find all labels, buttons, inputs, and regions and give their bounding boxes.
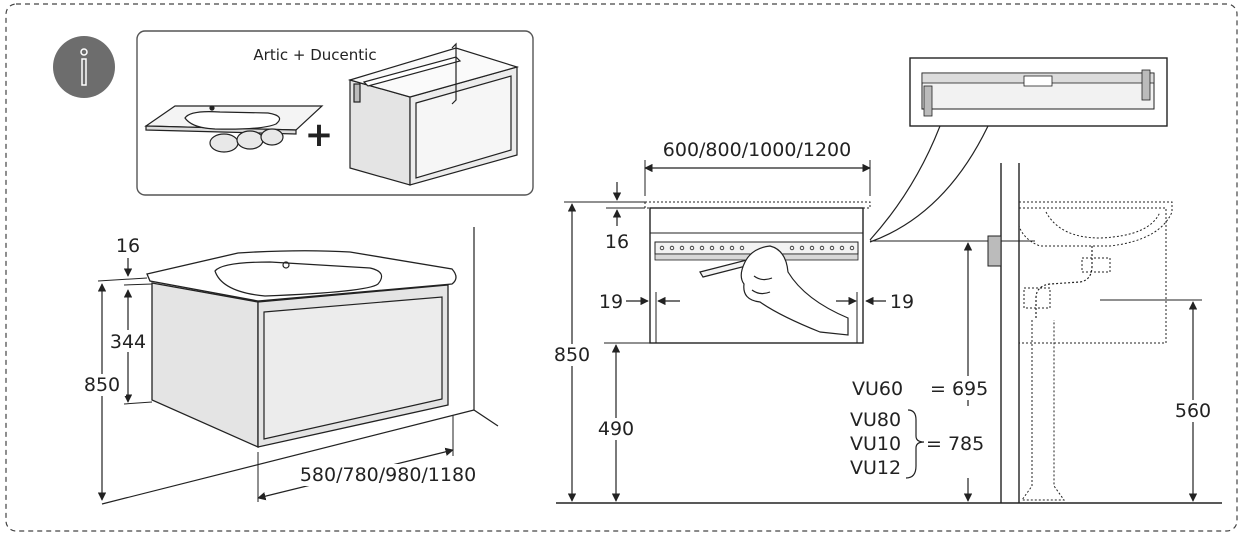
front-width-label: 600/800/1000/1200: [663, 139, 851, 161]
info-badge: [53, 36, 115, 98]
drain-height-label: 560: [1175, 400, 1211, 422]
vu10-label: VU10: [850, 433, 901, 455]
front-total-height-label: 850: [554, 344, 590, 366]
plus-icon: +: [305, 115, 334, 155]
left-total-height-label: 850: [84, 374, 120, 396]
vu12-label: VU12: [850, 457, 901, 479]
side-view: VU60 = 695 VU80 VU10 VU12 = 785 560: [846, 163, 1218, 503]
vu60-label: VU60: [852, 378, 903, 400]
dashed-frame: [5, 3, 1238, 532]
front-view: 600/800/1000/1200 16 19 19 850 490: [548, 139, 1035, 502]
vu-brace: [905, 409, 925, 479]
front-side-right-label: 19: [890, 291, 914, 313]
info-icon: [53, 36, 115, 98]
vu80-label: VU80: [850, 409, 901, 431]
vu60-value: = 695: [930, 378, 988, 400]
left-width-label: 580/780/980/1180: [300, 464, 476, 486]
product-inset: Artic + Ducentic +: [136, 30, 534, 196]
left-cabinet-height-label: 344: [110, 331, 146, 353]
front-bottom-height-label: 490: [598, 418, 634, 440]
front-side-left-label: 19: [599, 291, 623, 313]
hand-pencil-drawing: [699, 245, 849, 336]
cabinet-drawing: [347, 42, 520, 186]
left-perspective-view: 16 344 850 580/780/980/1180: [78, 227, 499, 505]
rail-detail-callout: [869, 57, 1168, 243]
sink-drawing: [144, 105, 324, 153]
left-top-thickness-label: 16: [116, 235, 140, 257]
vu-group-value: = 785: [926, 433, 984, 455]
inset-title: Artic + Ducentic: [253, 46, 376, 64]
front-top-offset-label: 16: [605, 231, 629, 253]
